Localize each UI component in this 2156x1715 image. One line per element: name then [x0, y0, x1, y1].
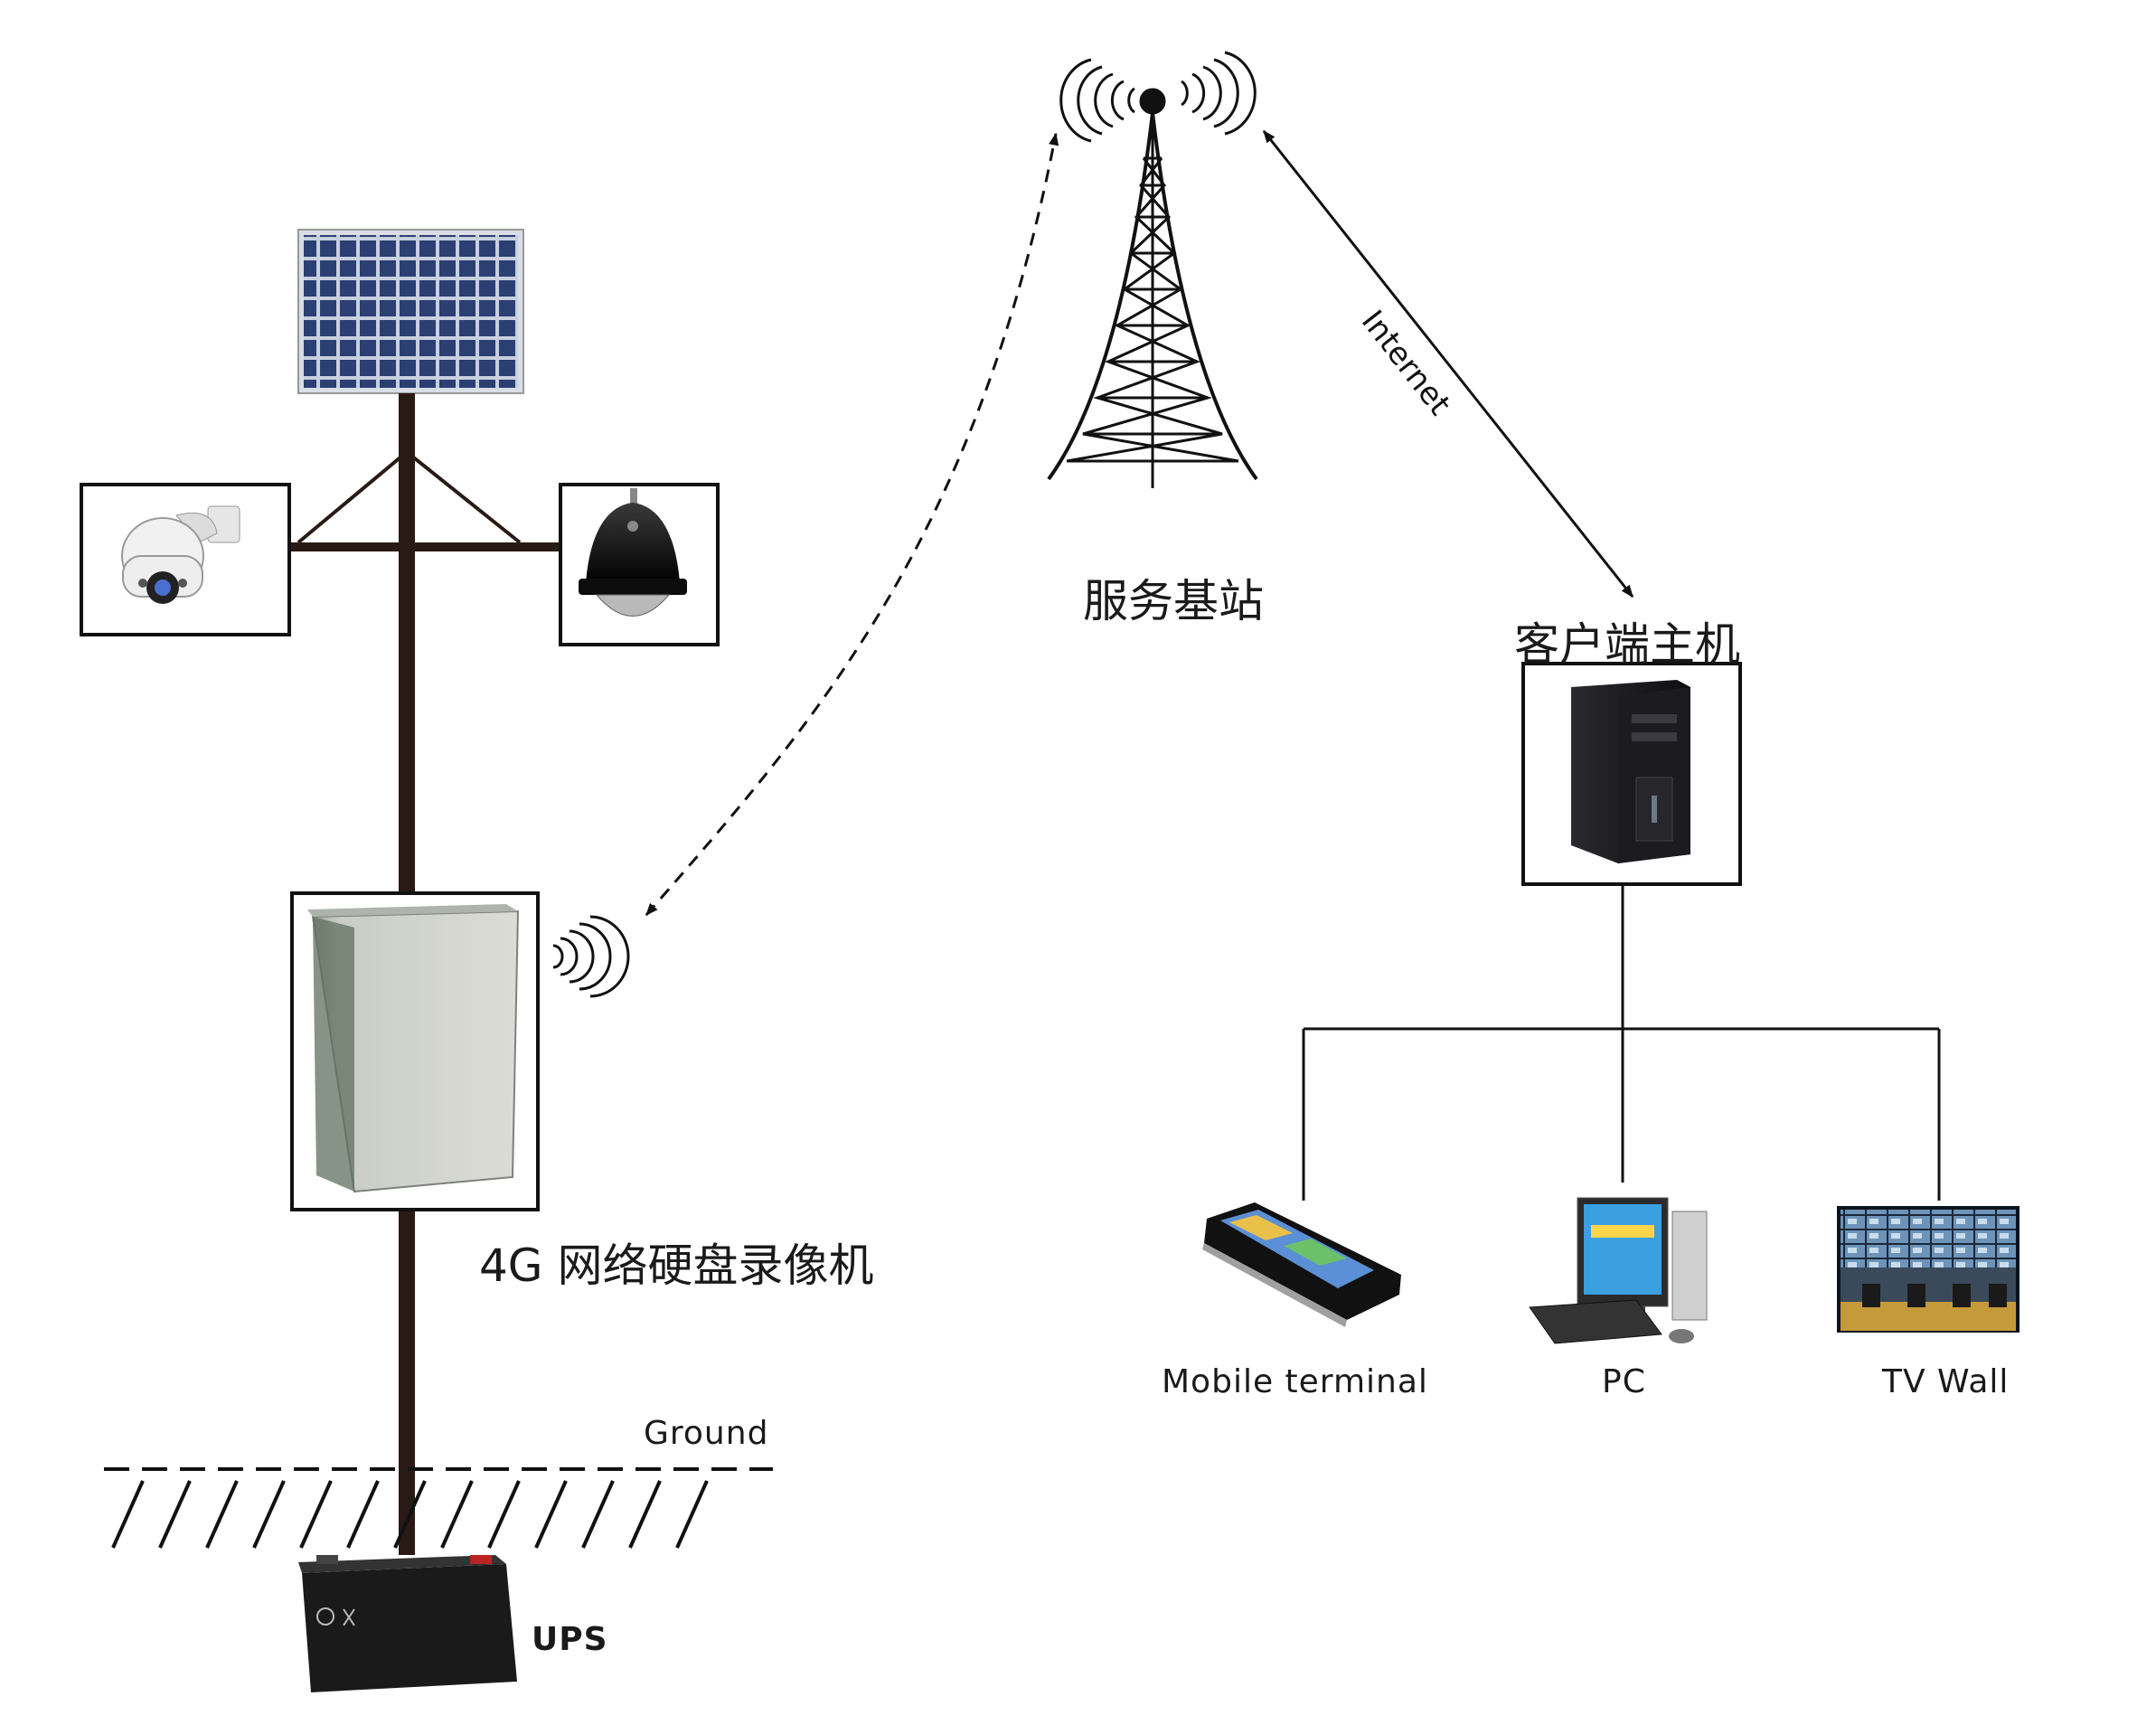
ptz-camera-icon	[80, 483, 291, 636]
pc-label: PC	[1602, 1363, 1646, 1400]
internet-label: Internet	[1354, 304, 1458, 422]
video-wall-icon	[1837, 1206, 2019, 1333]
client-host-label: 客户端主机	[1514, 618, 1740, 671]
server-tower-icon	[1521, 662, 1742, 886]
nvr-cabinet-icon	[290, 891, 540, 1211]
dome-camera-icon	[559, 483, 720, 646]
desktop-pc-icon	[1529, 1197, 1708, 1344]
tv-wall-label: TV Wall	[1882, 1363, 2010, 1400]
ground-label: Ground	[644, 1415, 769, 1452]
device-tree-lines	[1302, 884, 1941, 1201]
smartphone-icon	[1202, 1202, 1401, 1327]
crossbar	[284, 450, 560, 638]
ground-line	[104, 1467, 773, 1549]
solar-panel-icon	[297, 229, 524, 394]
base-station-label: 服务基站	[1083, 575, 1264, 627]
internet-link-arrow	[1262, 129, 1634, 598]
pole-system	[80, 229, 773, 1692]
nvr-label: 4G 网络硬盘录像机	[479, 1239, 874, 1292]
wireless-link-arrow	[645, 132, 1059, 917]
ups-label: UPS	[532, 1621, 608, 1658]
battery-icon	[298, 1555, 517, 1692]
mobile-terminal-label: Mobile terminal	[1162, 1363, 1428, 1400]
wireless-waves-icon	[552, 915, 630, 998]
cell-tower-icon	[1047, 51, 1258, 488]
